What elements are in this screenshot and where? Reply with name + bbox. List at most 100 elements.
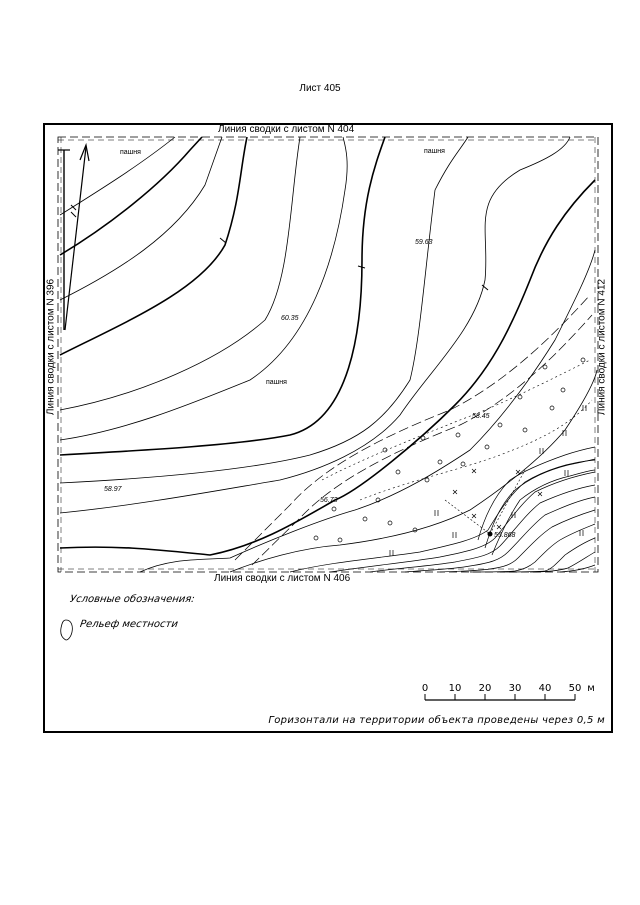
- contour-line: [59, 136, 301, 411]
- relief-marker: [580, 357, 586, 363]
- grass-marker: [582, 405, 587, 411]
- slope-contour: [469, 523, 596, 573]
- contour-line: [59, 136, 223, 301]
- grass-marker: [539, 448, 544, 454]
- grass-marker: [389, 550, 394, 556]
- pit-markers: [452, 468, 543, 530]
- contour-line: [59, 136, 348, 441]
- slope-ticks: [219, 237, 489, 291]
- relief-marker: [484, 444, 490, 450]
- grass-marker: [452, 532, 457, 538]
- pit-marker: [452, 489, 458, 495]
- field-boundaries: [321, 359, 593, 501]
- slope-contour: [529, 551, 596, 573]
- relief-marker: [522, 427, 528, 433]
- pit-marker: [515, 469, 521, 475]
- slope-contours: [289, 446, 596, 573]
- scale-tick-label: 0: [421, 683, 429, 694]
- north-arrow-icon: [58, 142, 90, 331]
- elevation-label: 56.73: [320, 497, 338, 504]
- relief-marker: [455, 432, 461, 438]
- relief-marker: [437, 459, 443, 465]
- scale-tick-label: 40: [538, 683, 552, 694]
- footnote: Горизонтали на территории объекта провед…: [268, 715, 605, 726]
- relief-marker: [395, 469, 401, 475]
- land-label: пашня: [424, 148, 445, 155]
- grass-marker: [579, 530, 584, 536]
- scale-tick-label: 50: [568, 683, 582, 694]
- slope-contour: [559, 564, 596, 573]
- contour-lines: [59, 136, 598, 573]
- relief-marker: [412, 527, 418, 533]
- legend-item-label: Рельеф местности: [79, 619, 179, 630]
- legend-item: Рельеф местности: [60, 619, 178, 630]
- pit-marker: [471, 513, 477, 519]
- contour-line: [59, 136, 469, 484]
- slope-contour: [404, 496, 596, 573]
- slope-contour: [329, 471, 596, 573]
- relief-marker: [560, 387, 566, 393]
- grass-markers: [389, 405, 587, 556]
- relief-marker: [542, 364, 548, 370]
- road-lines: [234, 294, 593, 566]
- edge-label-left: Линия сводки с листом N 396: [45, 278, 57, 416]
- elevation-label: 58.45: [472, 413, 490, 420]
- scale-bar: [424, 694, 576, 701]
- survey-line: [489, 469, 526, 535]
- slope-contour: [477, 446, 596, 541]
- relief-marker: [313, 535, 319, 541]
- slope-contour: [491, 469, 596, 556]
- relief-marker: [331, 506, 337, 512]
- slope-contour: [499, 537, 596, 573]
- land-label: пашня: [266, 379, 287, 386]
- slope-tick: [219, 237, 227, 244]
- relief-marker: [549, 405, 555, 411]
- legend-title: Условные обозначения:: [69, 594, 196, 605]
- relief-marker: [420, 435, 426, 441]
- elevation-label: 58.97: [104, 486, 123, 493]
- grass-marker: [511, 512, 516, 518]
- elevation-label: 55.868: [494, 532, 516, 539]
- contour-line: [59, 136, 571, 514]
- edge-label-bottom: Линия сводки с листом N 406: [214, 573, 351, 584]
- slope-contour: [439, 509, 596, 573]
- relief-marker: [497, 422, 503, 428]
- field-boundary: [321, 359, 591, 481]
- field-boundary: [359, 399, 593, 501]
- relief-marker: [337, 537, 343, 543]
- slope-tick: [357, 265, 366, 269]
- elevation-label: 60.35: [281, 315, 299, 322]
- contour-line: [59, 136, 203, 256]
- map-frame: [43, 123, 613, 733]
- sheet-boundary: [57, 136, 599, 573]
- slope-contour: [289, 459, 596, 573]
- survey-line: [444, 499, 491, 535]
- scale-tick-label: 30: [508, 683, 522, 694]
- relief-marker: [375, 497, 381, 503]
- road-line: [234, 294, 591, 561]
- elevation-label: 59.63: [415, 239, 433, 246]
- relief-marker: [362, 516, 368, 522]
- slope-contour: [484, 458, 596, 549]
- contour-line: [59, 179, 596, 556]
- relief-icon: [60, 619, 73, 641]
- relief-marker: [382, 447, 388, 453]
- contour-line: [139, 249, 596, 573]
- edge-label-top: Линия сводки с листом N 404: [218, 124, 355, 135]
- pit-marker: [496, 524, 502, 530]
- land-label: пашня: [120, 149, 141, 156]
- grass-marker: [564, 470, 569, 476]
- contour-line: [59, 136, 386, 456]
- relief-marker: [424, 477, 430, 483]
- contour-line: [59, 136, 176, 216]
- grass-marker: [562, 430, 567, 436]
- scale-unit: м: [587, 683, 595, 694]
- pit-marker: [471, 468, 477, 474]
- road-line: [251, 314, 593, 566]
- grass-marker: [434, 510, 439, 516]
- contour-line: [59, 136, 248, 356]
- scale-tick-label: 10: [448, 683, 462, 694]
- relief-marker: [517, 394, 523, 400]
- relief-markers: [313, 357, 586, 543]
